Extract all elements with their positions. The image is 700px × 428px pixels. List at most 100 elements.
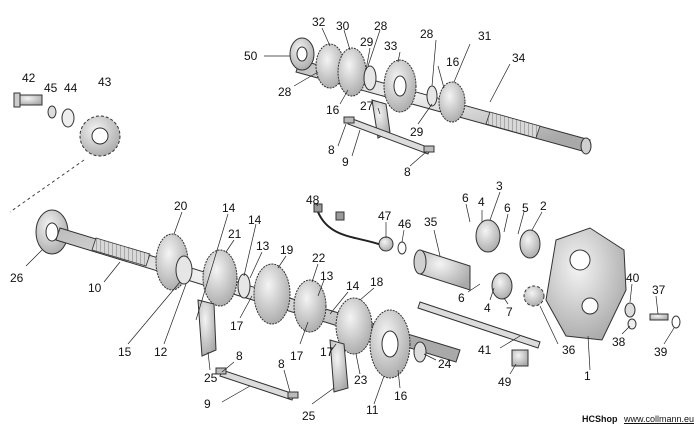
leader-40 [629,283,633,303]
callout-1: 1 [584,369,591,383]
callout-17: 17 [320,345,334,359]
callout-8: 8 [328,143,335,157]
washer-44 [61,108,75,128]
leader-32 [321,27,331,47]
leader-lines [25,27,675,405]
leader-49 [509,363,517,375]
callout-8: 8 [278,357,285,371]
leader-37 [655,295,659,315]
callout-27: 27 [360,99,374,113]
leader-3 [489,191,501,221]
leader-27 [377,107,381,115]
leader-28c [431,39,437,87]
fork-rod-lower [219,369,295,401]
callout-44: 44 [64,81,78,95]
lower-shaft-assembly [35,209,461,401]
shop-credit: HCShop www.collmann.eu [582,414,694,424]
leader-19 [277,255,287,269]
callout-labels: 32 30 28 29 33 50 28 16 28 31 16 34 27 2… [10,15,668,423]
leader-17b [299,321,309,345]
spring-pin-lower-b [287,391,299,399]
callout-18: 18 [370,275,384,289]
clip-39 [671,315,681,329]
washer-24 [413,341,427,363]
leader-1 [587,335,591,371]
seal-40 [624,302,636,318]
leader-12 [163,283,187,345]
leader-23 [355,353,361,375]
spring-pin-upper-a [343,116,355,124]
callout-28: 28 [420,27,434,41]
upper-shaft-assembly [289,37,592,155]
callout-12: 12 [154,345,168,359]
leader-13a [249,251,263,279]
connector-48-b [335,211,345,221]
leader-6b [503,213,509,233]
bushing-28 [426,85,438,107]
leader-38 [621,325,631,335]
leader-30 [343,29,351,51]
gearbox-cover-1 [545,227,627,341]
callout-5: 5 [522,201,529,215]
bushing-13 [237,273,251,299]
callout-6: 6 [462,191,469,205]
callout-40: 40 [626,271,640,285]
leader-41 [499,335,521,349]
callout-38: 38 [612,335,626,349]
main-shaft-spline [91,237,151,267]
leader-31 [453,43,471,83]
leader-7 [503,297,509,305]
leader-14b [243,223,257,277]
leader-22 [311,263,319,283]
callout-28: 28 [374,19,388,33]
callout-6: 6 [504,201,511,215]
leader-9b [221,385,251,403]
callout-34: 34 [512,51,526,65]
callout-43: 43 [98,75,112,89]
pin-49 [511,349,529,367]
leader-21 [225,239,235,253]
spring-pin-upper-b [423,145,435,153]
callout-3: 3 [496,179,503,193]
callout-48: 48 [306,193,320,207]
gear-18 [335,297,373,355]
callout-35: 35 [424,215,438,229]
callout-4: 4 [484,301,491,315]
gear-21 [202,249,238,307]
callout-22: 22 [312,251,326,265]
callout-50: 50 [244,49,258,63]
leader-18 [359,287,375,301]
callout-21: 21 [228,227,242,241]
callout-13: 13 [256,239,270,253]
gear-30 [337,47,367,97]
washer-45 [47,105,57,119]
leader-4b [489,287,495,301]
leader-33 [397,51,401,63]
callout-29: 29 [360,35,374,49]
leader-8b [409,151,427,167]
selector-drum-end [413,249,427,275]
callout-10: 10 [88,281,102,295]
gearbox-cover-bore-b [581,297,599,315]
callout-13: 13 [320,269,334,283]
leader-16a [339,89,349,105]
gear-31 [438,81,466,123]
leader-29a [365,47,371,71]
index-star-36 [523,285,545,307]
bearing-3 [475,219,501,253]
callout-8: 8 [236,349,243,363]
leader-46 [401,229,405,243]
callout-16: 16 [326,103,340,117]
gear-11-bore [381,330,399,358]
leader-24 [423,353,437,361]
callout-39: 39 [654,345,668,359]
gear-19 [253,263,291,325]
output-shaft-end [580,137,592,155]
callout-41: 41 [478,343,492,357]
callout-11: 11 [366,403,379,417]
leader-2 [531,211,543,231]
callout-20: 20 [174,199,188,213]
shop-url[interactable]: www.collmann.eu [623,414,694,424]
bushing-29 [363,65,377,91]
callout-16: 16 [394,389,408,403]
